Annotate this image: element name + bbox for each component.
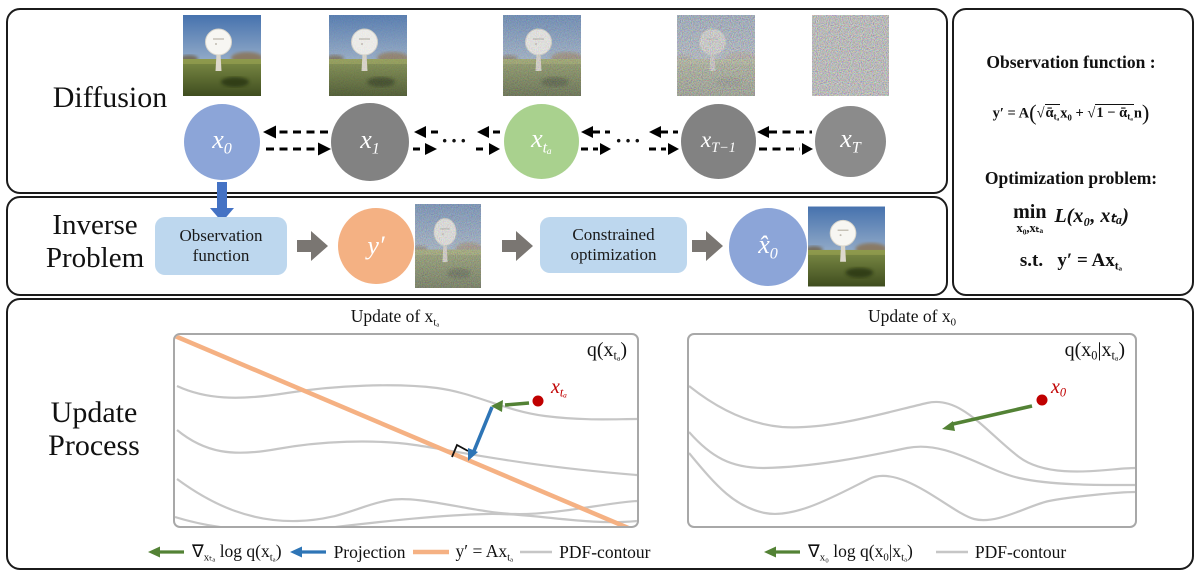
observation-function-box: Observation function [155,217,287,275]
diffusion-arrows [263,125,813,156]
down-arrow [210,182,234,222]
node-label: x [701,126,712,152]
left-plot-density-label: q(xtₐ) [586,339,627,363]
x0-point-label: x0 [1051,376,1067,400]
right-arrow-1 [297,231,328,261]
blue-arrow-icon [289,546,326,558]
ellipsis-left: ··· [441,128,470,153]
diffusion-node-xT-1: xT−1 [681,104,756,179]
ellipsis-right: ··· [615,128,644,153]
radical-sign: √ [1036,105,1045,122]
node-label: x [531,124,543,154]
right-arrow-3 [692,231,723,261]
node-label: x [212,124,224,154]
golf-image-x1 [329,15,407,96]
node-label: x [840,124,852,154]
golf-image-xta [503,15,581,96]
legend-pdf-contour: PDF-contour [513,542,651,563]
y-prime-node: y′ [338,208,414,284]
gray-line-icon [520,550,553,554]
noise-overlay [503,15,581,96]
legend-observation-line: y′ = Axtₐ [406,541,513,563]
constrained-optimization-box: Constrained optimization [540,217,687,273]
right-plot-legend: ∇x₀ log q(x0|xtₐ) PDF-contour [756,539,1066,565]
right-plot-canvas [689,385,1135,522]
gradient-arrow [491,400,530,412]
right-plot-density-label: q(x0|xtₐ) [1064,339,1125,363]
orange-line-icon [412,549,449,555]
diffusion-label: Diffusion [52,81,168,114]
diffusion-node-xT: xT [815,106,886,177]
restored-image [808,206,885,287]
projection-arrow [468,406,494,461]
left-plot: q(xtₐ) xtₐ [173,333,639,528]
xta-point [532,395,544,407]
optimization-problem-header: Optimization problem: [984,168,1158,188]
right-plot-title: Update of x0 [867,306,957,329]
observation-line [175,335,630,526]
green-arrow-icon [764,546,800,558]
diffusion-box [6,8,948,194]
noise-image-xT [812,15,889,96]
constraint-formula: s.t. y′ = Axtₐ [1019,250,1123,273]
pdf-contours [689,385,1135,522]
green-arrow-icon [148,546,184,558]
legend-gradient: ∇xₜₐ log q(xtₐ) [140,541,282,563]
gray-line-icon [935,550,968,554]
noisy-observation-image [415,204,481,288]
observation-formula: y′ = A(√ᾱtₐx₀ + √1 − ᾱtₐn) [992,100,1150,125]
radical-sign: √ [1087,105,1096,122]
diffusion-node-xta: xtₐ [504,104,579,179]
node-label: x [360,124,372,154]
pdf-contours [175,384,637,526]
left-plot-canvas [175,335,637,526]
formula-panel [952,8,1194,296]
xta-point-label: xtₐ [551,376,567,400]
right-plot: q(x0|xtₐ) x0 [687,333,1137,528]
legend-pdf-contour: PDF-contour [929,542,1066,563]
formula-panel-content: Observation function : y′ = A(√ᾱtₐx₀ + √… [952,8,1190,292]
noise-overlay [329,15,407,96]
right-angle-marker [451,443,469,458]
left-plot-title: Update of xtₐ [350,306,440,329]
diffusion-node-x0: x0 [184,104,260,180]
golf-image-xT-1 [677,15,755,96]
legend-gradient: ∇x₀ log q(x0|xtₐ) [756,541,913,563]
diffusion-node-x1: x1 [331,103,409,181]
update-process-label: Update Process [48,396,140,462]
observation-function-header: Observation function : [986,52,1156,72]
gradient-arrow [942,404,1033,431]
right-arrow-2 [502,231,533,261]
noise-overlay [812,15,889,96]
left-plot-legend: ∇xₜₐ log q(xtₐ) Projection y′ = Axtₐ PDF… [140,539,651,565]
noise-overlay [677,15,755,96]
xhat-node: x̂0 [729,208,807,286]
noise-overlay [415,204,481,288]
x0-point [1036,394,1048,406]
legend-projection: Projection [282,542,406,563]
inverse-problem-label: Inverse Problem [45,209,145,274]
